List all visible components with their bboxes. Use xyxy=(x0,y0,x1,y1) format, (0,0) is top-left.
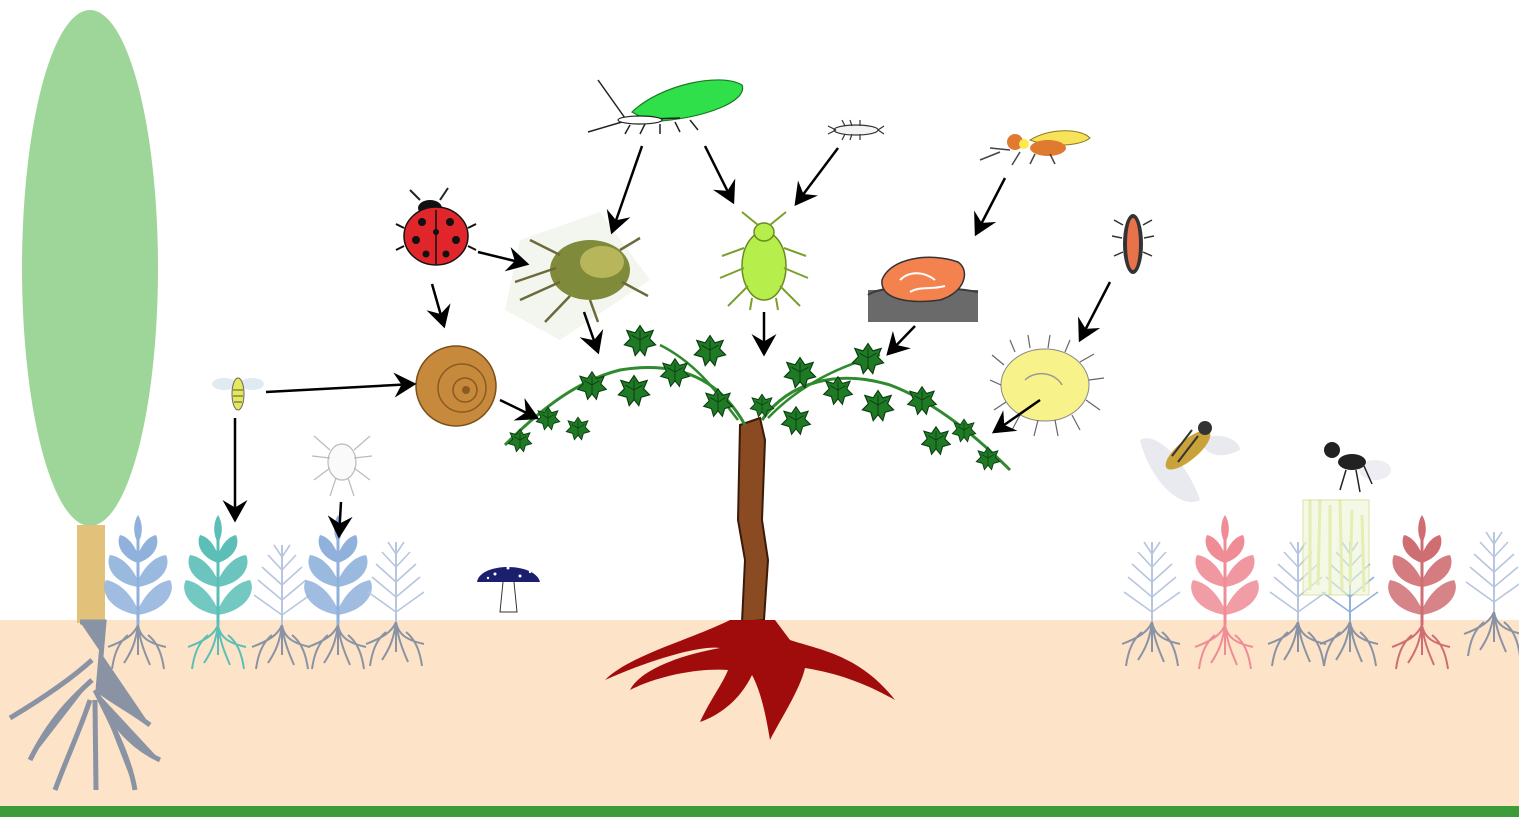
larva-icon xyxy=(828,120,884,140)
arrow-larva-to-aphid xyxy=(796,148,838,204)
arrow-shell-to-vine xyxy=(500,400,537,418)
hoverfly-icon xyxy=(1140,421,1240,502)
shell-icon xyxy=(416,346,496,426)
fern-icon xyxy=(1466,532,1519,612)
blue-plant-icon xyxy=(104,515,172,625)
mite-icon xyxy=(505,212,650,340)
scale-insect-icon xyxy=(868,257,978,322)
arrow-scale-to-vine xyxy=(888,326,915,354)
mealybug-icon xyxy=(990,335,1104,436)
fern-icon xyxy=(1124,542,1180,622)
arrow-lacewing-to-mite xyxy=(612,146,642,232)
red-plant-icon xyxy=(1388,515,1456,625)
small-wasp-icon xyxy=(212,378,264,410)
fly-icon xyxy=(1324,442,1391,492)
lacewing-icon xyxy=(588,80,743,134)
ladybird-icon xyxy=(396,188,476,265)
ground-band xyxy=(0,806,1519,817)
aphid-icon xyxy=(720,212,808,310)
blue-plant-icon xyxy=(304,515,372,625)
predatory-mite-icon xyxy=(312,436,372,496)
arrow-lacewing-to-aphid xyxy=(705,146,733,202)
arrow-wasp-to-scale xyxy=(976,178,1005,234)
fern-icon xyxy=(254,545,310,625)
arrow-wasp-to-shell xyxy=(266,384,414,392)
pink-plant-icon xyxy=(1191,515,1259,625)
teal-plant-icon xyxy=(184,515,252,625)
mushroom-icon xyxy=(477,567,540,613)
arrow-ladybird-to-shell xyxy=(432,284,444,326)
mycelium-icon xyxy=(1303,500,1369,595)
wasp-icon xyxy=(980,131,1090,165)
ladybird-larva-icon xyxy=(1112,214,1154,274)
arrow-larva-to-mealybug xyxy=(1080,282,1110,340)
fern-icon xyxy=(368,542,424,622)
